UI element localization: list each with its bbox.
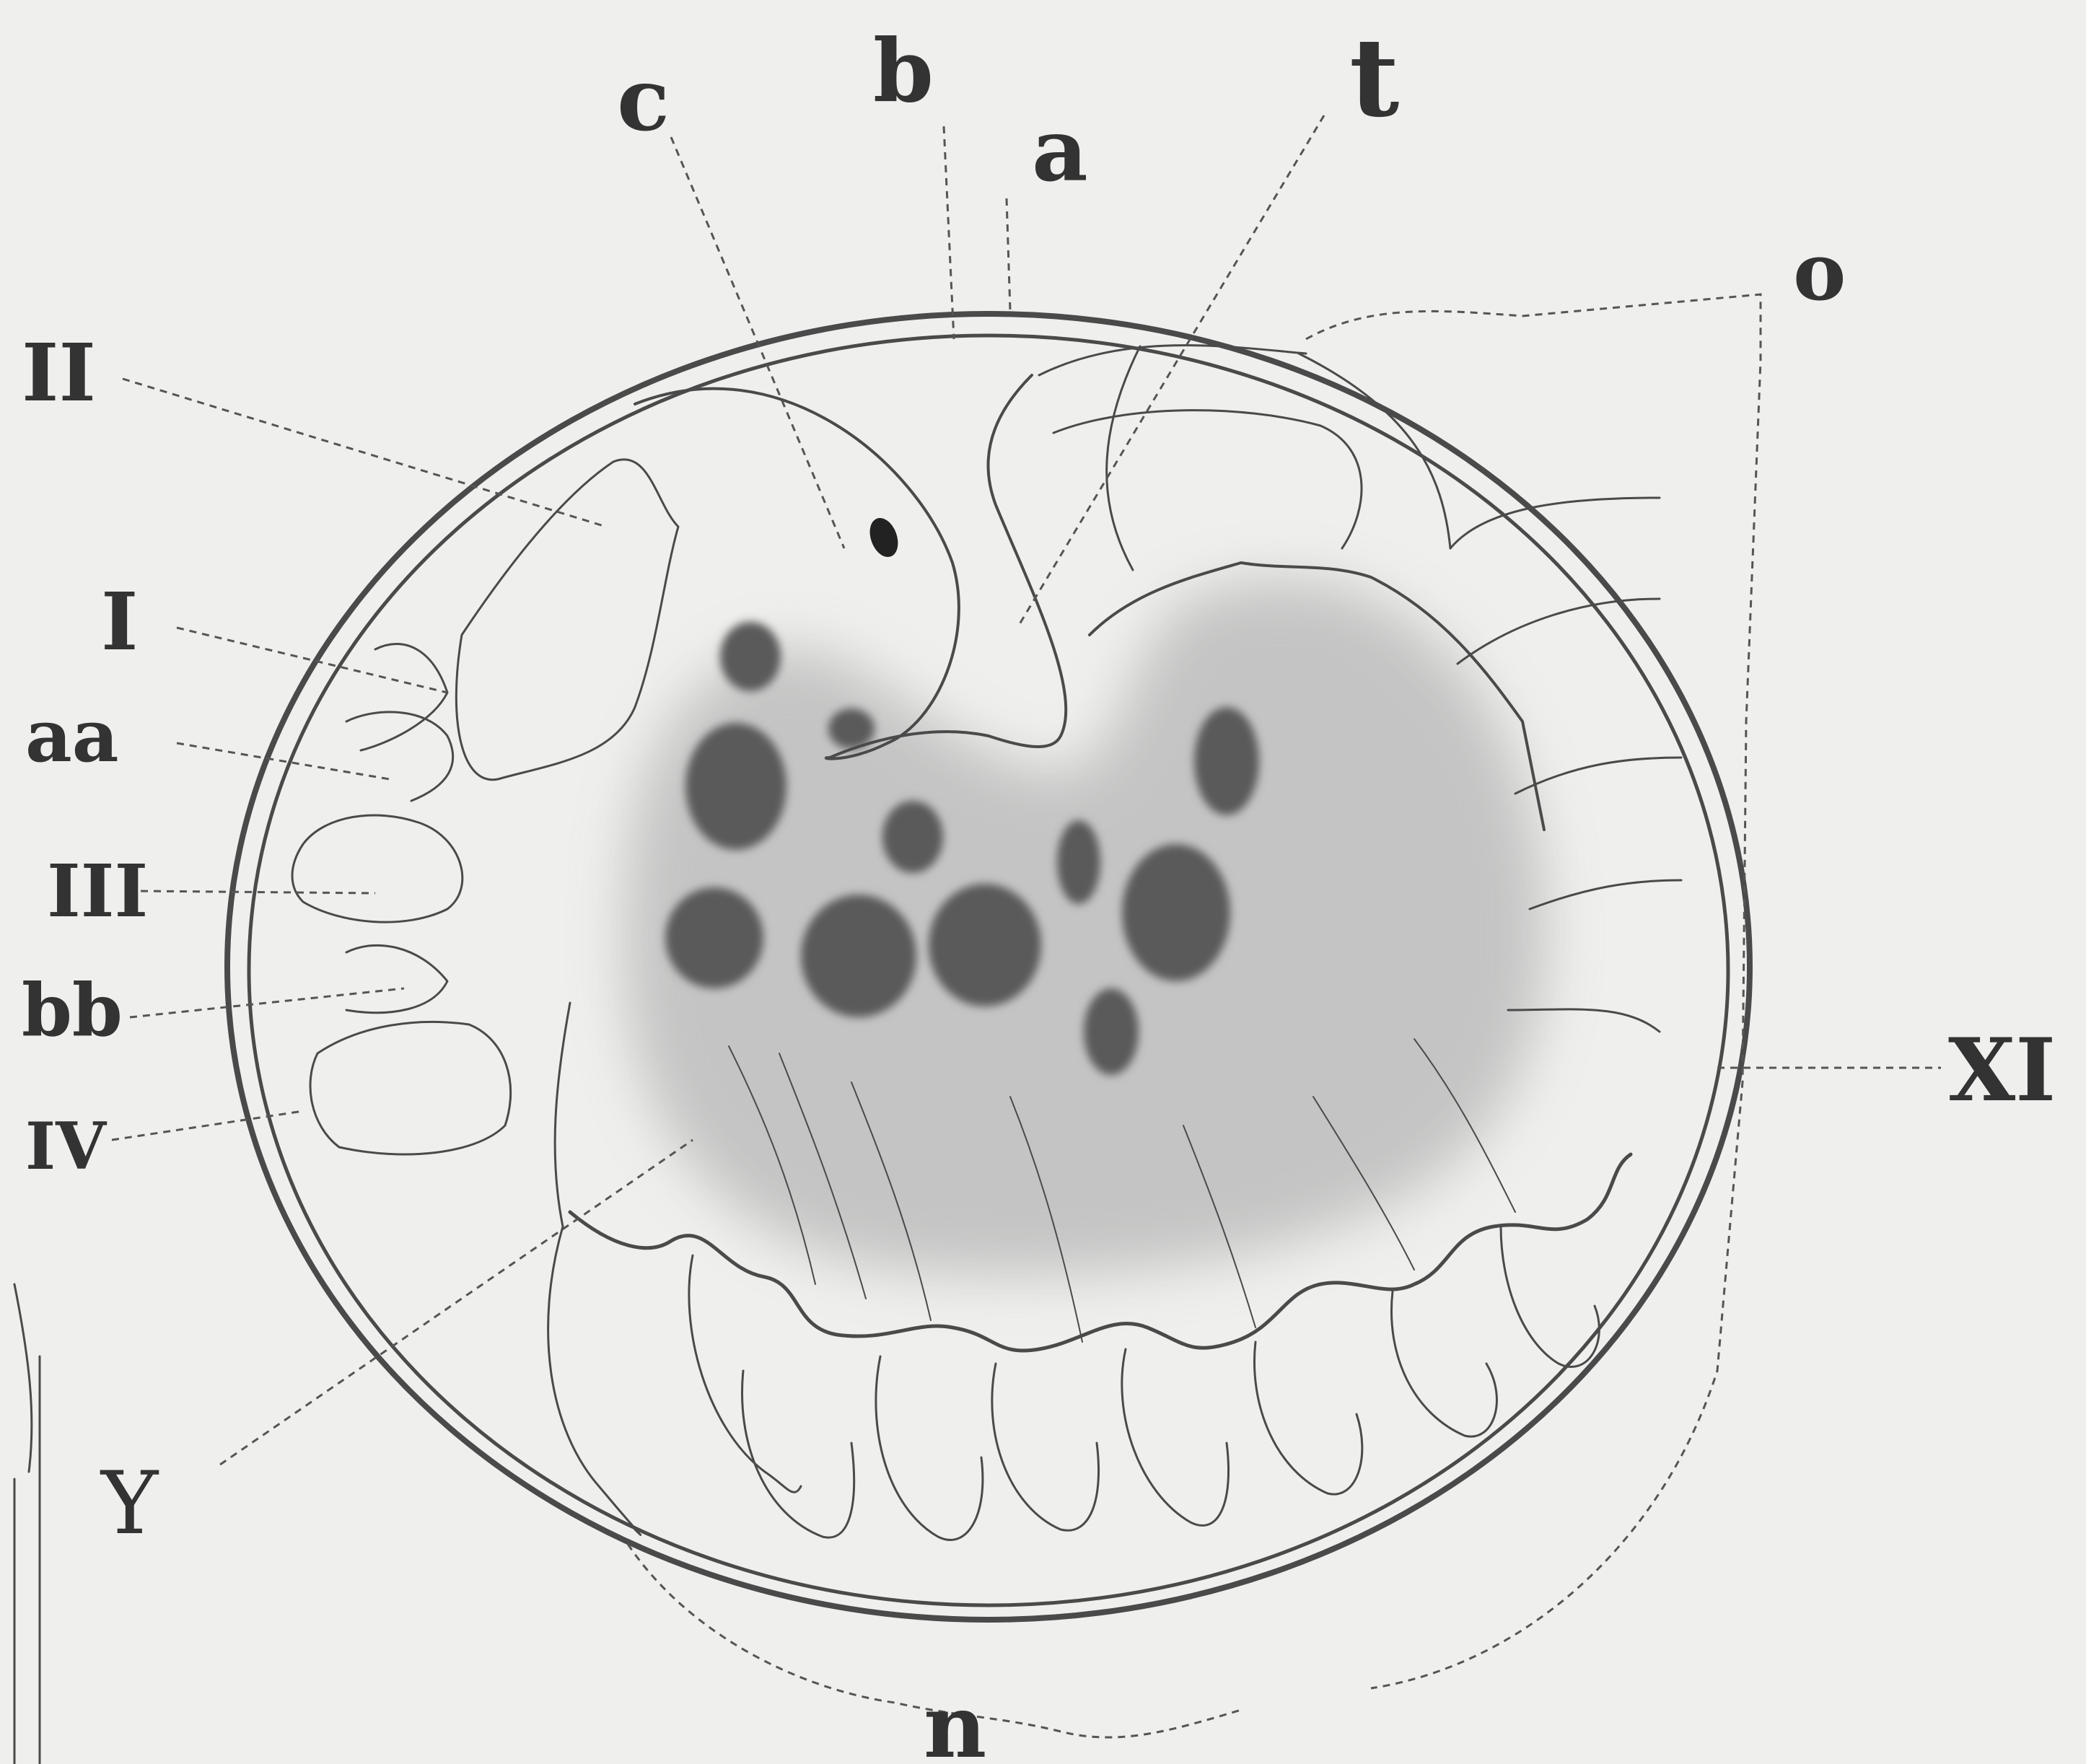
limb-II <box>456 460 678 780</box>
label-t: t <box>1349 14 1399 141</box>
limb-I <box>361 644 447 751</box>
label-II: II <box>22 326 96 419</box>
label-III: III <box>47 848 148 934</box>
limb-aa <box>346 712 453 801</box>
limb-bb <box>346 945 447 1012</box>
left-edge-marks <box>14 1284 40 1764</box>
leader-III <box>141 891 375 893</box>
label-aa: aa <box>25 693 119 778</box>
limb-buds <box>292 460 678 1227</box>
leader-I <box>177 628 447 693</box>
label-n: n <box>924 1676 986 1764</box>
eye-spot-icon <box>865 514 903 561</box>
leader-b <box>944 126 954 339</box>
label-o: o <box>1793 225 1846 318</box>
limb-III <box>292 815 463 922</box>
label-c: c <box>617 49 670 151</box>
label-Y: Y <box>100 1454 159 1554</box>
yolk-mass <box>625 563 1546 1276</box>
limb-IV <box>310 1022 511 1154</box>
label-bb: bb <box>22 967 123 1053</box>
label-b: b <box>873 20 934 122</box>
label-IV: IV <box>25 1108 108 1185</box>
leader-a <box>1007 198 1010 310</box>
leader-Y <box>220 1140 693 1465</box>
leader-aa <box>177 743 390 779</box>
leader-c <box>671 137 844 548</box>
label-a: a <box>1032 100 1088 201</box>
label-XI: XI <box>1948 1019 2056 1121</box>
leader-II <box>123 379 606 527</box>
label-I: I <box>101 575 138 668</box>
